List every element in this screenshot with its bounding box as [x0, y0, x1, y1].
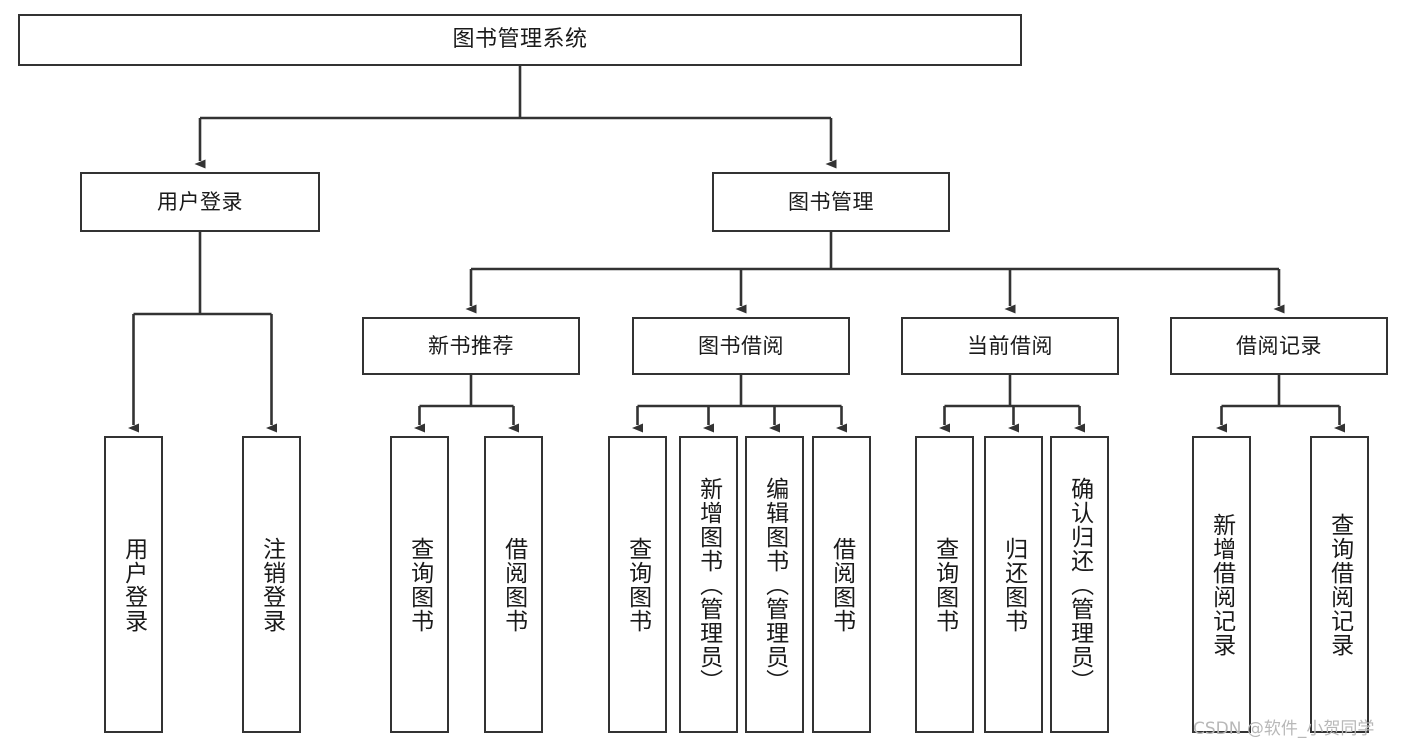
node-label: 查询借阅记录 — [1326, 512, 1353, 657]
node-label: 编辑图书（管理员） — [761, 476, 788, 693]
node-leaf-query-book-2[interactable]: 查询图书 — [608, 436, 667, 733]
node-leaf-confirm-return[interactable]: 确认归还（管理员） — [1050, 436, 1109, 733]
node-leaf-borrow-book-2[interactable]: 借阅图书 — [812, 436, 871, 733]
node-leaf-user-logout[interactable]: 注销登录 — [242, 436, 301, 733]
node-label: 新书推荐 — [428, 333, 514, 358]
node-leaf-add-record[interactable]: 新增借阅记录 — [1192, 436, 1251, 733]
node-book-borrow[interactable]: 图书借阅 — [632, 317, 850, 375]
node-label: 查询图书 — [624, 536, 651, 633]
node-label: 图书管理 — [788, 189, 874, 214]
node-book-manage[interactable]: 图书管理 — [712, 172, 950, 232]
node-label: 图书管理系统 — [452, 27, 588, 53]
node-leaf-query-book-3[interactable]: 查询图书 — [915, 436, 974, 733]
node-label: 用户登录 — [157, 189, 243, 214]
node-label: 新增借阅记录 — [1208, 512, 1235, 657]
node-new-book-rec[interactable]: 新书推荐 — [362, 317, 580, 375]
node-leaf-edit-book[interactable]: 编辑图书（管理员） — [745, 436, 804, 733]
node-leaf-add-book[interactable]: 新增图书（管理员） — [679, 436, 738, 733]
node-borrow-record[interactable]: 借阅记录 — [1170, 317, 1388, 375]
node-label: 查询图书 — [931, 536, 958, 633]
node-root[interactable]: 图书管理系统 — [18, 14, 1022, 66]
node-leaf-query-record[interactable]: 查询借阅记录 — [1310, 436, 1369, 733]
node-label: 当前借阅 — [967, 333, 1053, 358]
node-current-borrow[interactable]: 当前借阅 — [901, 317, 1119, 375]
node-label: 借阅记录 — [1236, 333, 1322, 358]
node-label: 查询图书 — [406, 536, 433, 633]
node-label: 注销登录 — [258, 536, 285, 633]
node-leaf-return-book[interactable]: 归还图书 — [984, 436, 1043, 733]
node-leaf-borrow-book-1[interactable]: 借阅图书 — [484, 436, 543, 733]
node-label: 新增图书（管理员） — [695, 476, 722, 693]
node-label: 用户登录 — [120, 536, 147, 633]
node-label: 图书借阅 — [698, 333, 784, 358]
node-leaf-user-login[interactable]: 用户登录 — [104, 436, 163, 733]
node-leaf-query-book-1[interactable]: 查询图书 — [390, 436, 449, 733]
node-label: 借阅图书 — [828, 536, 855, 633]
node-label: 借阅图书 — [500, 536, 527, 633]
node-label: 归还图书 — [1000, 536, 1027, 633]
watermark-text: CSDN @软件_小贺同学 — [1193, 719, 1375, 739]
node-user-login[interactable]: 用户登录 — [80, 172, 320, 232]
node-label: 确认归还（管理员） — [1066, 476, 1093, 693]
